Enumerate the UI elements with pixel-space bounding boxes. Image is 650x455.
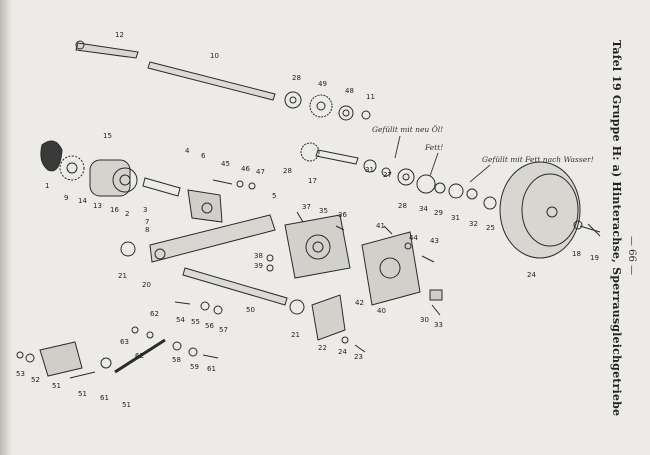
callout-24: 24 — [338, 348, 347, 356]
callout-52: 51 — [78, 390, 87, 398]
callout-19: 19 — [590, 254, 599, 262]
handwritten-notes: Gefüllt mit neu Öl! Fett! Gefüllt mit Fe… — [372, 125, 594, 183]
scan-shadow — [0, 0, 12, 455]
callout-55: 54 — [176, 316, 185, 324]
callout-23: 23 — [354, 353, 363, 361]
callout-16: 16 — [110, 206, 119, 214]
callout-50: 50 — [246, 306, 255, 314]
handwritten-note-1: Gefüllt mit neu Öl! — [372, 125, 443, 134]
callout-56: 55 — [191, 318, 200, 326]
callout-51b: 51 — [122, 401, 131, 409]
callout-40: 40 — [377, 307, 386, 315]
callout-49: 49 — [318, 80, 327, 88]
callout-25: 24 — [527, 271, 536, 279]
callout-29: 29 — [434, 209, 443, 217]
callout-62a: 62 — [150, 310, 159, 318]
callout-58: 57 — [219, 326, 228, 334]
callout-28a: 28 — [292, 74, 301, 82]
callout-35: 35 — [319, 207, 328, 215]
callout-37: 37 — [302, 203, 311, 211]
callout-13: 13 — [93, 202, 102, 210]
callout-26: 25 — [486, 224, 495, 232]
callout-22: 22 — [318, 344, 327, 352]
callout-39: 39 — [254, 262, 263, 270]
callout-7: 7 — [145, 218, 149, 226]
callout-36: 36 — [338, 211, 347, 219]
callout-21a: 21 — [118, 272, 127, 280]
callout-61a: 61 — [207, 365, 216, 373]
callout-3: 3 — [143, 206, 147, 214]
callout-45: 45 — [221, 160, 230, 168]
callout-48: 48 — [345, 87, 354, 95]
callout-41: 41 — [376, 222, 385, 230]
callout-6: 6 — [201, 152, 206, 160]
callout-51a: 51 — [52, 382, 61, 390]
callout-38: 38 — [254, 252, 263, 260]
callout-44: 44 — [409, 234, 418, 242]
page-number: — 66 — — [626, 236, 637, 276]
callout-33: 33 — [434, 321, 443, 329]
callout-20: 20 — [142, 281, 151, 289]
handwritten-note-3: Gefüllt mit Fett nach Wasser! — [482, 155, 594, 164]
page-heading: Tafel 19 Gruppe H: a) Hinterachse, Sperr… — [610, 40, 623, 417]
callout-28b: 28 — [283, 167, 292, 175]
callout-14: 14 — [78, 197, 87, 205]
callout-42: 42 — [355, 299, 364, 307]
callout-43: 43 — [430, 237, 439, 245]
callout-8: 8 — [145, 226, 149, 234]
callout-18: 18 — [572, 250, 581, 258]
callout-54: 53 — [16, 370, 25, 378]
callout-27: 27 — [383, 171, 392, 179]
callout-10: 10 — [210, 52, 219, 60]
callout-53: 52 — [31, 376, 40, 384]
callout-60: 59 — [190, 363, 199, 371]
callout-21b: 21 — [291, 331, 300, 339]
handwritten-note-2: Fett! — [424, 143, 443, 152]
callout-labels: 12 10 28 49 48 11 15 1 9 14 13 16 2 3 4 … — [16, 31, 599, 409]
callout-32: 32 — [469, 220, 478, 228]
callout-5: 5 — [272, 192, 276, 200]
callout-28c: 28 — [398, 202, 407, 210]
callout-63: 63 — [120, 338, 129, 346]
callout-12: 12 — [115, 31, 124, 39]
callout-61b: 61 — [100, 394, 109, 402]
callout-46: 46 — [241, 165, 250, 173]
callout-1: 1 — [45, 182, 49, 190]
callout-34: 34 — [419, 205, 428, 213]
callout-59: 58 — [172, 356, 181, 364]
callout-11: 11 — [366, 93, 375, 101]
callout-30: 30 — [420, 316, 429, 324]
callout-4: 4 — [185, 147, 190, 155]
callout-31a: 31 — [365, 166, 374, 174]
callout-31b: 31 — [451, 214, 460, 222]
callout-57: 56 — [205, 322, 214, 330]
callout-9: 9 — [64, 194, 68, 202]
callout-15: 15 — [103, 132, 112, 140]
callout-62b: 62 — [135, 352, 144, 360]
callout-2: 2 — [125, 210, 129, 218]
callout-17: 17 — [308, 177, 317, 185]
callout-47: 47 — [256, 168, 265, 176]
